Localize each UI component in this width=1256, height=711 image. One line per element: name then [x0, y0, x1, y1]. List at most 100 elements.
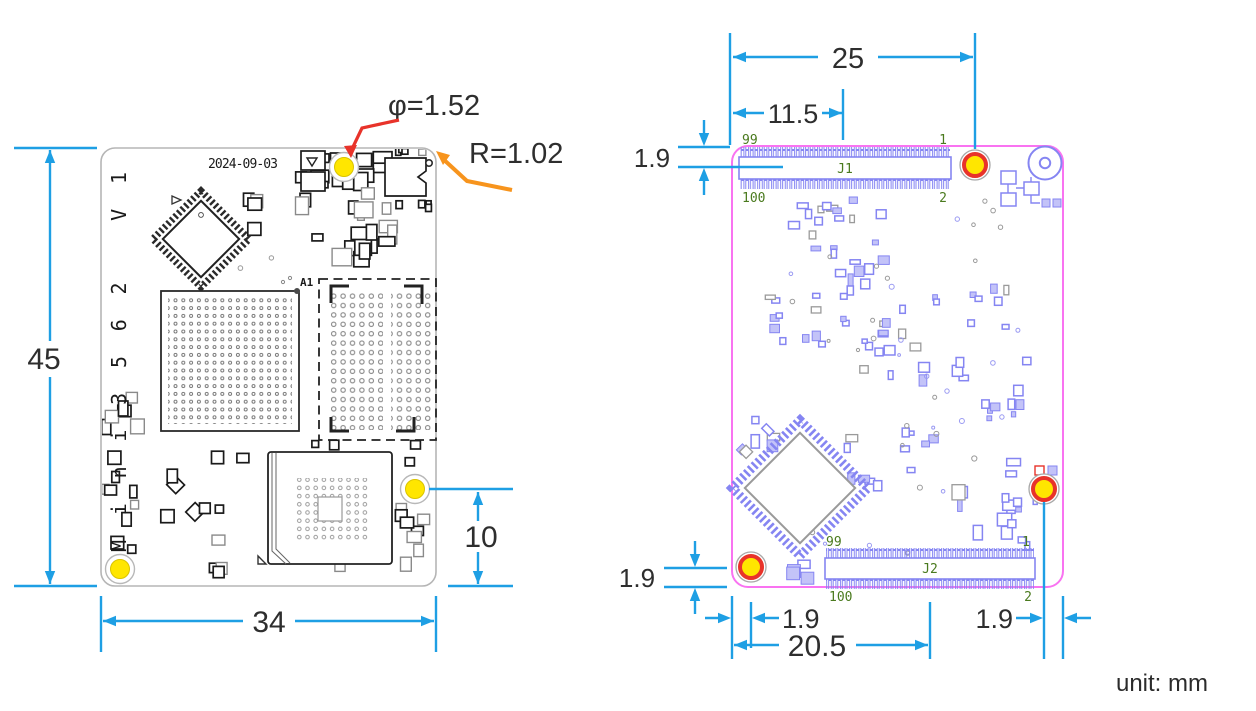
- component-pad: [416, 513, 431, 526]
- component-pad: [839, 292, 848, 300]
- component-pad: [1021, 356, 1032, 366]
- dim-hole-offset-label: 10: [464, 521, 497, 554]
- bottom-board-components: [735, 196, 1038, 585]
- component-pad: [802, 334, 810, 343]
- j2-pin99: 99: [826, 535, 842, 550]
- dim-width-34: 34: [99, 596, 438, 652]
- component-pad: [881, 318, 891, 328]
- j2-pin2: 2: [1024, 590, 1032, 605]
- component-pad: [418, 149, 427, 157]
- dim-hole-right-1-9: 1.9: [975, 502, 1091, 659]
- component-pad: [210, 450, 225, 465]
- via-dot: [1015, 327, 1021, 333]
- via-dot: [873, 263, 880, 269]
- dim-hole-offset-10: 10: [429, 487, 513, 588]
- component-pad: [110, 470, 121, 484]
- component-pad: [311, 233, 324, 242]
- connector-j1: J1 99 1 100 2: [738, 133, 952, 206]
- component-pad: [921, 440, 931, 448]
- dim-width-label: 34: [252, 606, 285, 639]
- component-pad: [166, 468, 179, 484]
- component-pad: [399, 516, 415, 529]
- via-dot: [954, 216, 960, 222]
- component-pad: [129, 418, 146, 435]
- dim-j1-center-top-1-9: 1.9: [634, 120, 783, 195]
- component-pad: [849, 259, 862, 265]
- emmc-chip: [257, 451, 393, 565]
- component-pad: [1005, 470, 1018, 478]
- component-pad: [395, 199, 404, 210]
- via-dot: [924, 373, 930, 379]
- dim-25-label: 25: [832, 43, 864, 75]
- component-pad: [990, 402, 1001, 412]
- component-pad: [417, 199, 426, 209]
- component-pad: [967, 319, 976, 328]
- via-dot: [958, 418, 965, 424]
- component-pad: [821, 201, 832, 211]
- component-pad: [751, 415, 760, 425]
- component-pad: [214, 504, 225, 514]
- component-pad: [969, 291, 977, 298]
- component-pad: [1015, 399, 1025, 411]
- component-pad: [917, 361, 931, 373]
- component-pad: [811, 330, 821, 342]
- component-pad: [883, 344, 896, 356]
- via-dot: [870, 317, 876, 323]
- component-pad: [198, 502, 212, 515]
- component-pad: [750, 433, 761, 449]
- via-dot: [898, 337, 904, 343]
- component-pad: [830, 248, 838, 259]
- component-pad: [974, 295, 983, 303]
- component-pad: [779, 336, 787, 346]
- dim-j2-center-bottom-1-9: 1.9: [619, 541, 727, 614]
- dim-height-45: 45: [14, 146, 97, 588]
- component-pad: [110, 535, 125, 550]
- component-pad: [399, 556, 413, 572]
- component-pad: [901, 427, 910, 438]
- component-pad: [769, 323, 780, 334]
- component-pad: [1015, 506, 1022, 513]
- j2-pin1: 1: [1022, 535, 1030, 550]
- component-pad: [796, 202, 809, 210]
- component-pad: [764, 294, 776, 301]
- component-pad: [908, 430, 915, 436]
- dim-11-5-label: 11.5: [768, 99, 819, 129]
- j2-label: J2: [922, 562, 938, 577]
- component-pad: [846, 285, 855, 296]
- component-pad: [1017, 536, 1027, 544]
- component-pad: [760, 422, 776, 438]
- via-dot: [971, 222, 976, 227]
- via-dot: [997, 224, 1004, 230]
- component-pad: [955, 356, 965, 369]
- component-pad: [159, 508, 175, 524]
- dim-blh-1-9-label: 1.9: [782, 604, 820, 634]
- component-pad: [990, 283, 998, 294]
- component-pad: [1001, 492, 1010, 503]
- component-pad: [331, 247, 353, 267]
- j1-pin2: 2: [939, 191, 947, 206]
- component-pad: [845, 433, 859, 443]
- component-pad: [878, 329, 889, 337]
- component-pad: [897, 328, 907, 340]
- component-pad: [126, 544, 137, 555]
- corner-radius-label: R=1.02: [469, 138, 563, 170]
- via-dot: [990, 207, 996, 214]
- component-pad: [381, 202, 392, 215]
- component-pad: [1012, 384, 1024, 397]
- component-pad: [1012, 497, 1023, 508]
- component-pad: [918, 374, 928, 387]
- component-pad: [1007, 398, 1016, 411]
- component-pad: [863, 263, 875, 276]
- dim-hole-left-1-9: 1.9: [705, 596, 820, 659]
- component-pad: [413, 543, 425, 558]
- shield-region: [318, 278, 437, 441]
- via-dot: [916, 484, 923, 491]
- via-dot: [822, 541, 828, 546]
- via-dot: [826, 338, 831, 343]
- component-pad: [849, 214, 856, 224]
- silk-triangle-marker: [171, 194, 183, 206]
- component-pad: [358, 242, 371, 260]
- bottom-view-board: J1 99 1 100 2 J2 99 1 100 2: [619, 33, 1091, 663]
